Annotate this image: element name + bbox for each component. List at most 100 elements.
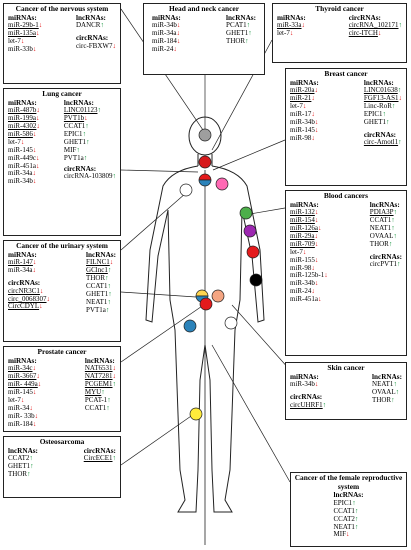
mirna-item: miR-24↓	[290, 287, 328, 296]
mirna-item: miR-34b↓	[152, 21, 181, 30]
down-arrow-icon: ↓	[20, 395, 25, 404]
up-arrow-icon: ↑	[354, 506, 359, 515]
lnc-item: NEAT1↑	[372, 380, 402, 389]
rna-name: miR-451a	[290, 295, 318, 304]
panel-column: lncRNAs:CCAT2↑GHET1↑THOR↑	[8, 447, 38, 479]
panel-column: lncRNAs:NEAT1↑OVAAL↑THOR↑	[372, 373, 402, 410]
rna-name: CCAT1	[333, 506, 355, 515]
marker-blood-red	[246, 245, 260, 259]
mirna-item: miR-451a↓	[8, 162, 40, 171]
mirna-item: miR-4302↓	[8, 122, 40, 131]
rna-name: CircECE1	[83, 454, 113, 463]
lnc-item: PDIA3P↑	[370, 208, 402, 217]
lnc-item: PVT1a↑	[86, 306, 116, 315]
up-arrow-icon: ↑	[76, 145, 80, 154]
panel-column: miRNAs:miR-34b↓circRNAs:circUHRF1↑	[290, 373, 326, 410]
panel-title: Blood cancers	[323, 191, 369, 200]
up-arrow-icon: ↑	[85, 122, 89, 130]
marker-nervous	[179, 183, 193, 197]
mirna-item: miR-29b-1↓	[8, 21, 42, 30]
mirnas-group: miRNAs:miR-34c↓miR-3667↓miR- 449a↓miR-14…	[8, 357, 41, 429]
panel-title: Cancer of the female reproductive system	[294, 473, 403, 491]
mirna-item: miR- 33b↓	[8, 412, 41, 421]
mirna-item: miR-20a↓	[290, 86, 319, 95]
panel-columns: miRNAs:miR-29b-1↓miR-135a↓let-7↓miR-33b↓…	[4, 14, 120, 54]
lnc-item: CCAT1↑	[370, 216, 402, 225]
up-arrow-icon: ↑	[391, 102, 396, 110]
mirna-item: let-7↓	[8, 37, 42, 46]
circ-group: circRNAs:circRNA_102171↑circ-ITCH↓	[349, 14, 402, 38]
down-arrow-icon: ↓	[109, 258, 114, 267]
lnc-group: lncRNAs:PDIA3P↑CCAT1↑NEAT1↑OVAAL↑THOR↑	[370, 201, 402, 249]
lnc-item: OVAAL↑	[370, 232, 402, 241]
mirna-item: miR-132↓	[290, 208, 328, 217]
down-arrow-icon: ↓	[314, 255, 319, 264]
lnc-item: LINC01123↑	[64, 106, 116, 115]
rna-name: miR-4302	[8, 122, 37, 130]
rna-name: circRNA_102171	[348, 21, 399, 30]
rna-name: miR-98	[290, 133, 312, 142]
rna-name: MIF	[63, 145, 77, 154]
panel-columns: miRNAs:miR-34c↓miR-3667↓miR- 449a↓miR-14…	[4, 357, 120, 429]
up-arrow-icon: ↑	[391, 396, 395, 404]
panel-title: Breast cancer	[324, 69, 368, 78]
marker-lung	[198, 173, 212, 181]
down-arrow-icon: ↓	[46, 294, 51, 303]
rna-name: NAT7281	[84, 372, 113, 381]
down-arrow-icon: ↓	[32, 169, 37, 178]
down-arrow-icon: ↓	[324, 271, 328, 280]
circ-item: circNR3C1↓	[8, 286, 50, 296]
rna-name: circUHRF1	[290, 400, 323, 409]
rna-name: LINC01638	[363, 86, 398, 95]
up-arrow-icon: ↑	[107, 266, 112, 275]
down-arrow-icon: ↓	[289, 29, 294, 38]
rna-name: miR-17	[290, 109, 312, 118]
rna-name: miR-184	[8, 419, 33, 428]
mirna-item: miR-155↓	[290, 255, 328, 265]
rna-name: THOR	[226, 37, 246, 45]
mirna-item: miR-33a↓	[277, 21, 306, 30]
down-arrow-icon: ↓	[32, 266, 37, 275]
rna-name: let-7	[277, 29, 290, 38]
panel-column: miRNAs:miR-34b↓miR-34a↓miR-184↓miR-24↓	[152, 14, 181, 54]
down-arrow-icon: ↓	[37, 380, 42, 388]
lnc-item: FGF13-AS1↓	[364, 94, 402, 103]
down-arrow-icon: ↓	[302, 102, 307, 110]
down-arrow-icon: ↓	[176, 21, 181, 30]
rna-name: circNR3C1	[8, 286, 40, 295]
mirna-item: miR-34↓	[8, 404, 41, 413]
circ-header: circRNAs:	[348, 13, 381, 22]
down-arrow-icon: ↓	[32, 145, 37, 154]
lnc-header: lncRNAs:	[8, 446, 38, 455]
lnc-item: FILNC1↓	[86, 258, 116, 267]
mirnas-group: miRNAs:miR-33a↓let-7↓	[277, 14, 306, 38]
marker-prostate	[211, 289, 225, 303]
up-arrow-icon: ↑	[97, 106, 101, 115]
down-arrow-icon: ↓	[20, 137, 25, 146]
lnc-header: lncRNAs:	[363, 78, 394, 87]
panel-column: miRNAs:miR-29b-1↓miR-135a↓let-7↓miR-33b↓	[8, 14, 42, 54]
panel-column: miRNAs:miR-33a↓let-7↓	[277, 14, 306, 38]
down-arrow-icon: ↓	[301, 21, 306, 30]
rna-name: GClnc1	[86, 266, 108, 275]
rna-name: CircCDYL	[8, 302, 40, 311]
circ-header: circRNAs:	[369, 252, 402, 261]
down-arrow-icon: ↓	[314, 208, 319, 217]
rna-name: miR-98	[290, 263, 312, 272]
panel-columns: miRNAs:miR-34b↓circRNAs:circUHRF1↑ lncRNA…	[286, 373, 406, 410]
panel-title: Head and neck cancer	[168, 4, 239, 13]
lnc-item: CCAT2↑	[8, 454, 38, 463]
lnc-item: GHET1↑	[364, 118, 402, 127]
mirna-item: miR-147↓	[8, 258, 50, 267]
mirna-item: miR-126a↓	[290, 224, 328, 233]
rna-name: OVAAL	[372, 388, 396, 397]
rna-name: CCAT2	[8, 454, 30, 463]
rna-name: EPIC1	[363, 109, 383, 118]
rna-name: circPVT1	[369, 260, 398, 269]
lnc-header: lncRNAs:	[75, 13, 106, 22]
rna-name: miR-154	[290, 216, 315, 225]
lnc-item: THOR↑	[226, 37, 256, 46]
